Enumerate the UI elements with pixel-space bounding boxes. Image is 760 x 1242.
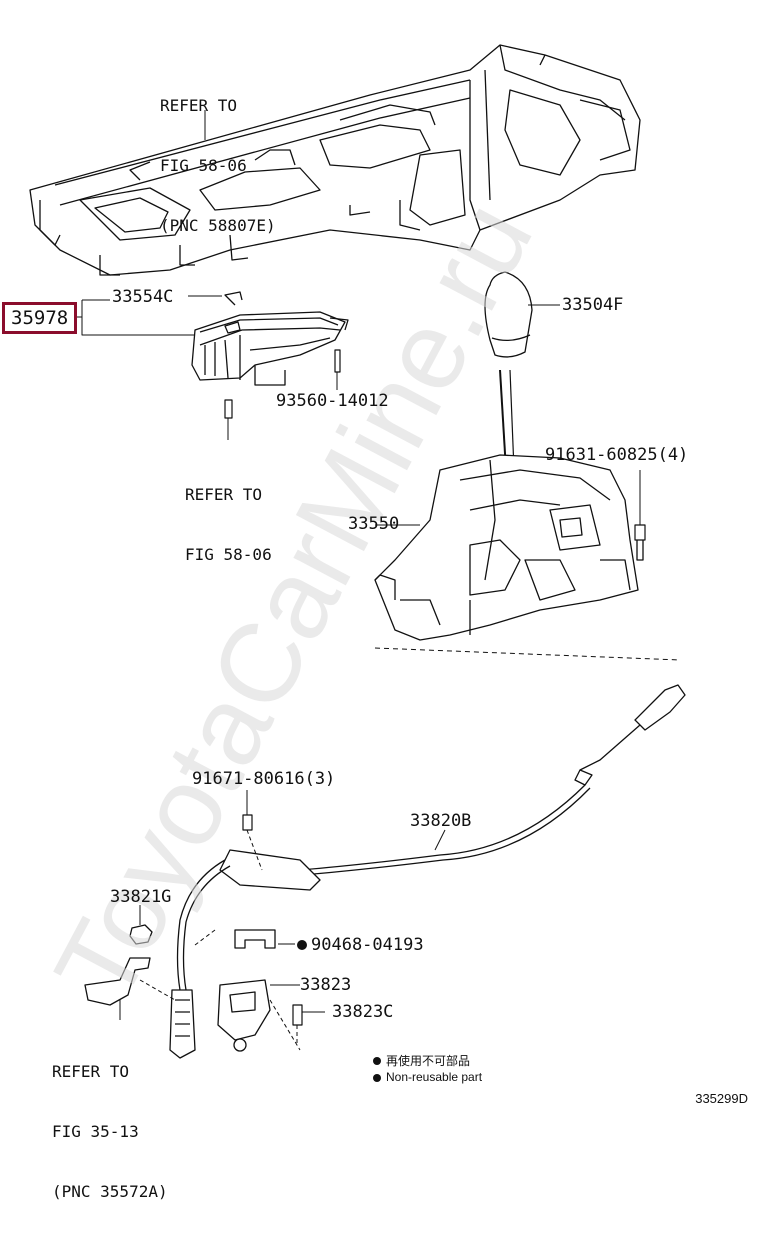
- diagram-drawing: [29, 44, 686, 1082]
- part-label-33550[interactable]: 33550: [348, 514, 400, 534]
- ref-bottom-line2: FIG 35-13: [52, 1122, 139, 1141]
- part-label-33823C[interactable]: 33823C: [332, 1002, 394, 1022]
- part-label-93560-14012[interactable]: 93560-14012: [276, 391, 389, 411]
- ref-top: REFER TO FIG 58-06 (PNC 58807E): [160, 56, 276, 276]
- ref-top-line1: REFER TO: [160, 96, 238, 115]
- part-label-91631-60825[interactable]: 91631-60825(4): [545, 445, 689, 465]
- console-bracket-drawing: [29, 44, 641, 276]
- legend: 再使用不可部品 Non-reusable part: [386, 1053, 482, 1085]
- part-label-33823[interactable]: 33823: [300, 975, 352, 995]
- part-label-33504F[interactable]: 33504F: [562, 295, 624, 315]
- part-label-33554C[interactable]: 33554C: [112, 287, 174, 307]
- ref-bottom: REFER TO FIG 35-13 (PNC 35572A): [52, 1022, 168, 1242]
- leaders-left: [74, 295, 341, 440]
- panel-35978-drawing: [191, 291, 349, 386]
- ref-top-line2: FIG 58-06: [160, 156, 247, 175]
- non-reusable-bullet: [297, 940, 307, 950]
- transmission-cable-drawing: [84, 684, 686, 1059]
- legend-line-english: Non-reusable part: [386, 1070, 483, 1084]
- legend-line-japanese: 再使用不可部品: [386, 1054, 471, 1068]
- highlighted-part-number[interactable]: 35978: [2, 302, 78, 334]
- parts-diagram: ToyotaCarMine.ru REFER TO FIG 58-06 (PNC…: [2, 44, 748, 1201]
- ref-middle: REFER TO FIG 58-06: [185, 445, 272, 605]
- shift-knob-drawing: [484, 271, 560, 358]
- legend-bullet-1: [373, 1057, 381, 1065]
- ref-bottom-line3: (PNC 35572A): [52, 1182, 168, 1201]
- part-label-91671-80616[interactable]: 91671-80616(3): [192, 769, 336, 789]
- ref-middle-line2: FIG 58-06: [185, 545, 272, 564]
- part-label-90468-04193[interactable]: 90468-04193: [311, 935, 424, 955]
- ref-top-line3: (PNC 58807E): [160, 216, 276, 235]
- part-label-33821G[interactable]: 33821G: [110, 887, 172, 907]
- shift-lever-assembly-drawing: [374, 369, 681, 661]
- legend-bullet-2: [373, 1074, 381, 1082]
- figure-id: 335299D: [695, 1091, 748, 1106]
- ref-middle-line1: REFER TO: [185, 485, 263, 504]
- part-label-33820B[interactable]: 33820B: [410, 811, 472, 831]
- ref-bottom-line1: REFER TO: [52, 1062, 130, 1081]
